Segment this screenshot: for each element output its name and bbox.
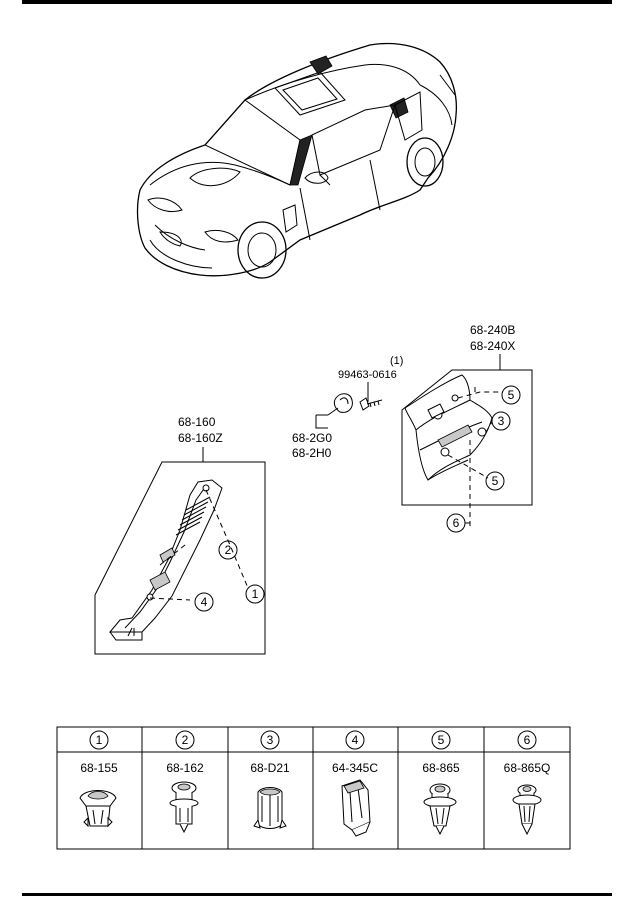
clip-5-illustration: [423, 783, 457, 836]
table-index-1: 1: [96, 733, 103, 747]
cap-part-alt-label: 68-2H0: [292, 446, 332, 460]
marker-5-top: 5: [508, 388, 515, 402]
sunroof: [274, 71, 346, 116]
upper-trim-part-alt-label: 68-240X: [470, 339, 515, 353]
upper-trim-enclosure: [401, 369, 533, 506]
table-index-5: 5: [438, 733, 445, 747]
bottom-border-rule: [22, 893, 612, 896]
parts-table: 1 2 3 4 5 6 68-155 68-162 68-D21 64-345C…: [56, 726, 571, 850]
table-part-3: 68-D21: [250, 761, 290, 775]
bolt-cap: [333, 393, 353, 413]
clip-2-illustration: [169, 781, 199, 834]
table-part-4: 64-345C: [332, 761, 378, 775]
rear-wheel: [406, 137, 444, 187]
lower-trim-part-label: 68-160: [178, 415, 216, 429]
lower-pillar-trim: [108, 479, 223, 633]
table-index-6: 6: [524, 733, 531, 747]
windshield: [204, 99, 301, 186]
clip-6-illustration: [512, 784, 542, 836]
clip-4-illustration: [341, 779, 371, 837]
top-border-rule: [22, 0, 612, 4]
table-index-3: 3: [267, 733, 274, 747]
marker-4: 4: [201, 595, 208, 609]
table-part-5: 68-865: [422, 761, 460, 775]
a-pillar-highlight: [289, 134, 313, 186]
marker-2: 2: [225, 543, 232, 557]
c-pillar-highlight: [389, 97, 409, 119]
table-index-2: 2: [182, 733, 189, 747]
table-part-6: 68-865Q: [504, 761, 551, 775]
upper-trim-assembly: 68-240B 68-240X 5 3 5 6: [401, 323, 533, 533]
upper-pillar-trim: [404, 374, 493, 481]
marker-6: 6: [453, 516, 460, 530]
clip-1-illustration: [79, 790, 117, 828]
cap-part-label: 68-2G0: [292, 431, 332, 445]
car-illustration: [136, 42, 458, 279]
table-index-4: 4: [352, 733, 359, 747]
bolt-part-label: 99463-0616: [338, 369, 397, 381]
table-part-1: 68-155: [80, 761, 118, 775]
roof-trim-highlight: [309, 55, 333, 75]
lower-trim-assembly: 68-160 68-160Z 2 1 4: [94, 415, 266, 655]
front-wheel: [237, 221, 287, 279]
table-part-2: 68-162: [166, 761, 204, 775]
bolt: [359, 397, 370, 411]
marker-3: 3: [498, 414, 505, 428]
lower-trim-enclosure: [94, 461, 266, 655]
lower-trim-part-alt-label: 68-160Z: [178, 431, 223, 445]
upper-trim-part-label: 68-240B: [470, 323, 515, 337]
marker-5-bottom: 5: [492, 474, 499, 488]
marker-1: 1: [252, 587, 259, 601]
bolt-qty-label: (1): [390, 355, 403, 367]
bolt-and-cap: (1) 99463-0616 68-2G0 68-2H0: [292, 355, 403, 460]
clip-3-illustration: [253, 787, 287, 829]
